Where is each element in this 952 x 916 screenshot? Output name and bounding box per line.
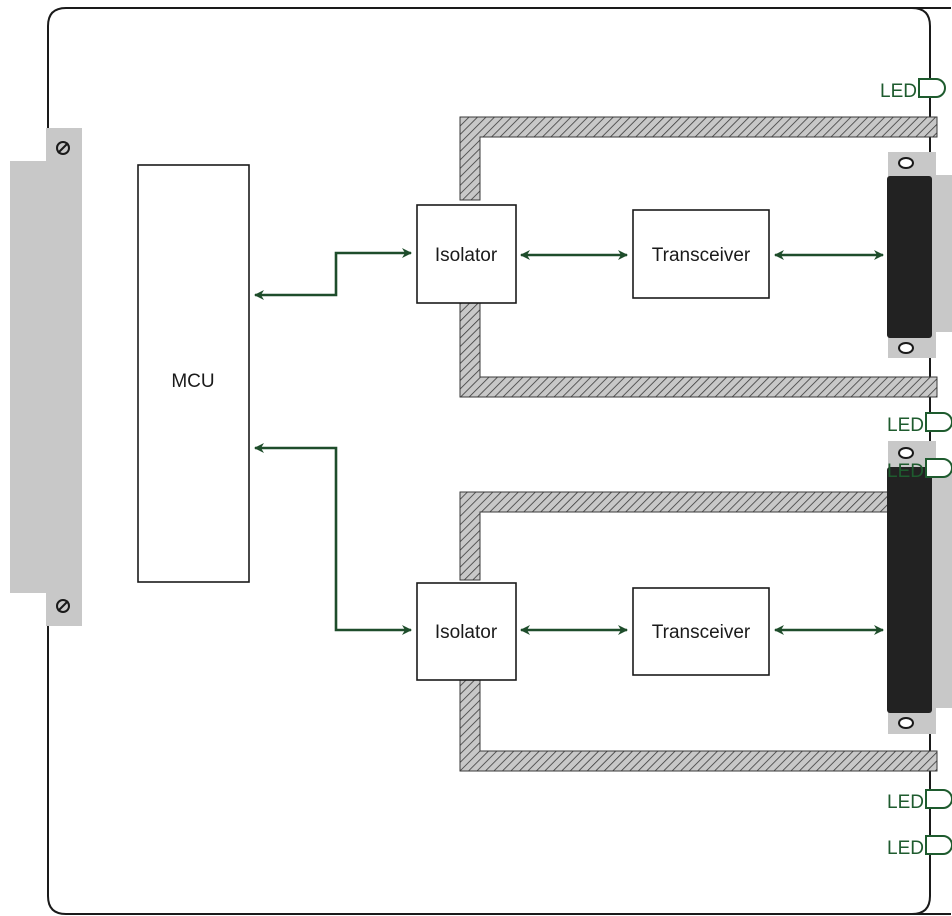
db-connector-2 [887,441,952,734]
led-indicator-5: LED [887,835,952,859]
led-icon [925,835,952,855]
transceiver-label-1: Transceiver [652,245,751,266]
mounting-hole-icon [898,342,914,354]
isolator-label-1: Isolator [435,245,498,266]
mcu-block [137,164,250,583]
led-indicator-1: LED [880,78,946,102]
mounting-hole-icon [898,447,914,459]
isolator-block-1 [416,204,517,304]
led-icon [918,78,946,98]
led-indicator-4: LED [887,789,952,813]
wire-mcu-isolator-1 [254,248,412,300]
led-icon [925,412,952,432]
db-connector-1 [887,152,952,358]
wire-mcu-isolator-2 [254,443,412,635]
mounting-hole-icon [898,717,914,729]
mounting-hole-icon [898,157,914,169]
led-label: LED [887,461,924,482]
led-icon [925,789,952,809]
led-label: LED [887,838,924,859]
mcu-label: MCU [171,371,214,392]
led-label: LED [887,415,924,436]
screw-icon [56,599,70,613]
led-label: LED [880,81,917,102]
screw-icon [56,141,70,155]
edge-connector [10,128,82,626]
isolator-label-2: Isolator [435,622,498,643]
led-indicator-3: LED [887,458,952,482]
led-indicator-2: LED [887,412,952,436]
isolator-block-2 [416,582,517,681]
led-label: LED [887,792,924,813]
transceiver-block-1 [632,209,770,299]
led-icon [925,458,952,478]
transceiver-label-2: Transceiver [652,622,751,643]
transceiver-block-2 [632,587,770,676]
